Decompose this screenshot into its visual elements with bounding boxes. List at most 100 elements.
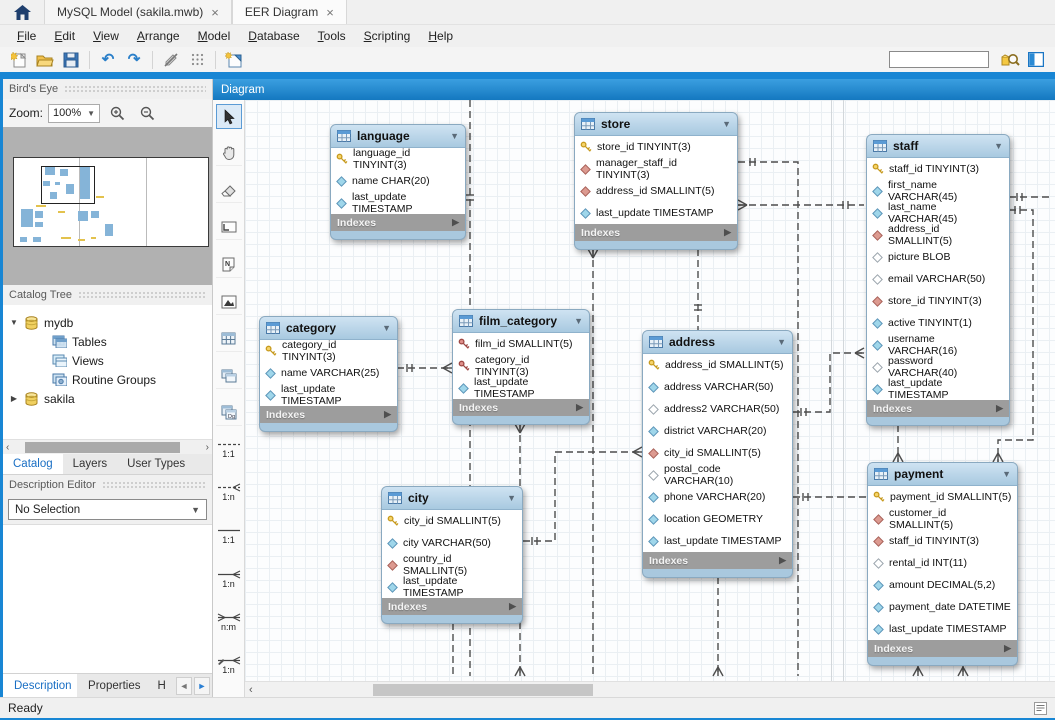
menu-model[interactable]: Model (189, 27, 240, 45)
indexes-section[interactable]: Indexes▶ (453, 399, 589, 416)
expand-right-icon[interactable]: ▶ (1004, 643, 1011, 654)
message-log-icon[interactable] (1034, 702, 1047, 715)
table-node-city[interactable]: city▼city_id SMALLINT(5)city VARCHAR(50)… (381, 486, 523, 624)
column-row[interactable]: district VARCHAR(20) (643, 420, 792, 442)
home-button[interactable] (0, 0, 44, 24)
select-tool[interactable] (216, 104, 242, 129)
scroll-right-icon[interactable]: › (206, 440, 209, 455)
column-row[interactable]: first_name VARCHAR(45) (867, 180, 1009, 202)
table-header[interactable]: payment▼ (868, 463, 1017, 486)
column-row[interactable]: payment_date DATETIME (868, 596, 1017, 618)
open-model-button[interactable] (32, 49, 58, 71)
column-row[interactable]: last_update TIMESTAMP (260, 384, 397, 406)
table-node-store[interactable]: store▼store_id TINYINT(3)manager_staff_i… (574, 112, 738, 250)
save-model-button[interactable] (58, 49, 84, 71)
view-tool[interactable] (216, 364, 242, 389)
column-row[interactable]: rental_id INT(11) (868, 552, 1017, 574)
column-row[interactable]: picture BLOB (867, 246, 1009, 268)
birds-eye-minimap[interactable] (3, 127, 212, 285)
tab-scroll-right-button[interactable]: ► (194, 677, 210, 695)
menu-tools[interactable]: Tools (309, 27, 355, 45)
column-row[interactable]: address_id SMALLINT(5) (867, 224, 1009, 246)
indexes-section[interactable]: Indexes▶ (260, 406, 397, 423)
menu-file[interactable]: File (8, 27, 45, 45)
column-row[interactable]: amount DECIMAL(5,2) (868, 574, 1017, 596)
relation-tool-3-11[interactable]: 1:1 (215, 524, 243, 547)
diagram-tab[interactable]: Diagram (213, 79, 1055, 100)
tab-history-truncated[interactable]: H (146, 674, 176, 697)
menu-edit[interactable]: Edit (45, 27, 84, 45)
tab-scroll-left-button[interactable]: ◄ (176, 677, 192, 695)
diagram-canvas[interactable]: ‹ language▼language_id TINYINT(3)name CH… (245, 100, 1055, 697)
menu-help[interactable]: Help (419, 27, 462, 45)
column-row[interactable]: password VARCHAR(40) (867, 356, 1009, 378)
chevron-down-icon[interactable]: ▼ (382, 323, 391, 333)
zoom-select[interactable]: 100% ▼ (48, 104, 100, 123)
column-row[interactable]: store_id TINYINT(3) (575, 136, 737, 158)
image-tool[interactable] (216, 290, 242, 315)
expand-right-icon[interactable]: ▶ (384, 409, 391, 420)
relation-tool-1-11[interactable]: 1:1 (215, 438, 243, 461)
tab-description[interactable]: Description (3, 674, 77, 697)
column-row[interactable]: last_update TIMESTAMP (643, 530, 792, 552)
menu-view[interactable]: View (84, 27, 128, 45)
expand-right-icon[interactable]: ▶ (779, 555, 786, 566)
expand-right-icon[interactable]: ▶ (576, 402, 583, 413)
relation-tool-2-1n[interactable]: 1:n (215, 481, 243, 504)
column-row[interactable]: name VARCHAR(25) (260, 362, 397, 384)
column-row[interactable]: staff_id TINYINT(3) (868, 530, 1017, 552)
table-header[interactable]: language▼ (331, 125, 465, 148)
relation-tool-6-1n[interactable]: 1:n (215, 654, 243, 677)
column-row[interactable]: film_id SMALLINT(5) (453, 333, 589, 355)
chevron-down-icon[interactable]: ▼ (1002, 469, 1011, 479)
column-row[interactable]: postal_code VARCHAR(10) (643, 464, 792, 486)
chevron-down-icon[interactable]: ▼ (777, 337, 786, 347)
scrollbar-thumb[interactable] (25, 442, 180, 453)
find-button[interactable] (997, 49, 1023, 71)
indexes-section[interactable]: Indexes▶ (331, 214, 465, 231)
table-header[interactable]: staff▼ (867, 135, 1009, 158)
column-row[interactable]: email VARCHAR(50) (867, 268, 1009, 290)
column-row[interactable]: active TINYINT(1) (867, 312, 1009, 334)
column-row[interactable]: name CHAR(20) (331, 170, 465, 192)
tree-item-views[interactable]: Views (3, 351, 212, 370)
column-row[interactable]: city_id SMALLINT(5) (382, 510, 522, 532)
column-row[interactable]: address2 VARCHAR(50) (643, 398, 792, 420)
indexes-section[interactable]: Indexes▶ (867, 400, 1009, 417)
no-edit-button[interactable] (158, 49, 184, 71)
scroll-left-icon[interactable]: ‹ (6, 440, 9, 455)
tab-catalog[interactable]: Catalog (3, 454, 63, 474)
eraser-tool[interactable] (216, 178, 242, 203)
column-row[interactable]: category_id TINYINT(3) (260, 340, 397, 362)
column-row[interactable]: city_id SMALLINT(5) (643, 442, 792, 464)
expand-right-icon[interactable]: ▶ (509, 601, 516, 612)
close-icon[interactable]: × (211, 5, 219, 20)
chevron-down-icon[interactable]: ▼ (450, 131, 459, 141)
zoom-in-button[interactable] (105, 106, 130, 121)
chevron-down-icon[interactable]: ▼ (994, 141, 1003, 151)
selection-dropdown[interactable]: No Selection ▼ (8, 499, 207, 520)
tree-item-routine-groups[interactable]: Routine Groups (3, 370, 212, 389)
column-row[interactable]: city VARCHAR(50) (382, 532, 522, 554)
column-row[interactable]: location GEOMETRY (643, 508, 792, 530)
expand-icon[interactable]: ▶ (9, 394, 19, 403)
tab-layers[interactable]: Layers (63, 454, 118, 474)
expand-right-icon[interactable]: ▶ (996, 403, 1003, 414)
close-icon[interactable]: × (326, 5, 334, 20)
tab-properties[interactable]: Properties (77, 674, 146, 697)
column-row[interactable]: address VARCHAR(50) (643, 376, 792, 398)
table-header[interactable]: city▼ (382, 487, 522, 510)
routine-group-tool[interactable]: Dg (216, 401, 242, 426)
table-node-language[interactable]: language▼language_id TINYINT(3)name CHAR… (330, 124, 466, 240)
collapse-icon[interactable]: ▼ (9, 318, 19, 327)
column-row[interactable]: store_id TINYINT(3) (867, 290, 1009, 312)
expand-right-icon[interactable]: ▶ (724, 227, 731, 238)
column-row[interactable]: last_update TIMESTAMP (331, 192, 465, 214)
chevron-down-icon[interactable]: ▼ (722, 119, 731, 129)
column-row[interactable]: category_id TINYINT(3) (453, 355, 589, 377)
indexes-section[interactable]: Indexes▶ (575, 224, 737, 241)
new-document-button[interactable] (6, 49, 32, 71)
table-node-category[interactable]: category▼category_id TINYINT(3)name VARC… (259, 316, 398, 432)
relation-tool-5-nm[interactable]: n:m (215, 611, 243, 634)
note-tool[interactable]: N (216, 252, 242, 277)
